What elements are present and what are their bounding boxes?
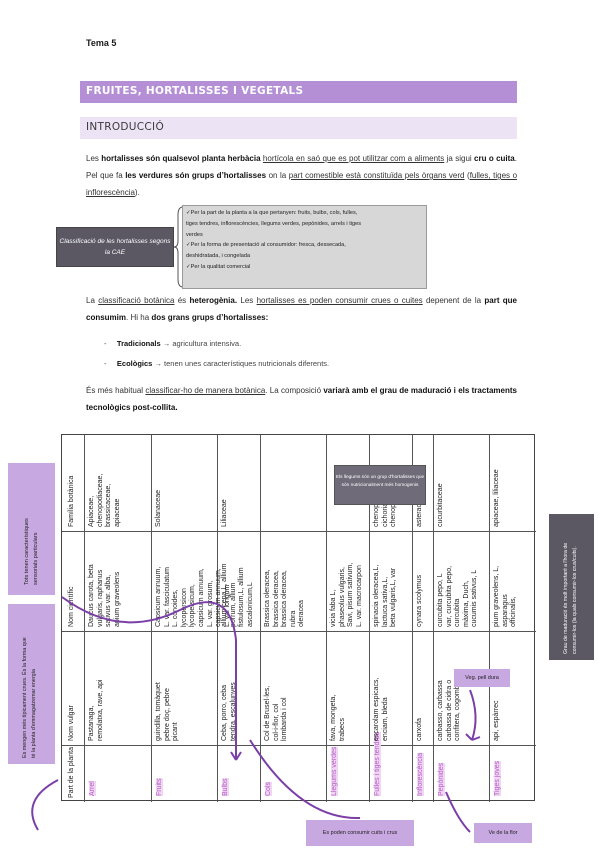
criteria-line: ✓Per la part de la planta a la que perta…: [186, 210, 358, 216]
text-run: part que consumim: [86, 296, 518, 322]
note-maturation: Grau de maduració és molt important a l'…: [549, 514, 594, 660]
text-run: hortalisses són qualsevol planta herbàci…: [101, 154, 261, 163]
intro-paragraph-2: La classificació botànica és heterogènia…: [86, 292, 517, 326]
table-row-rule: [62, 745, 536, 746]
section-title: FRUITES, HORTALISSES I VEGETALS: [86, 85, 304, 97]
classification-label: Classificació de les hortalisses segons …: [59, 238, 171, 256]
text-run: hortícola en saó que es pot utilitzar co…: [262, 154, 445, 163]
text-run: on la: [266, 171, 289, 180]
text-run: les verdures són grups d’hortalisses: [125, 171, 267, 180]
brace-connector: [174, 206, 184, 288]
bullet-traditional: - Tradicionals → agricultura intensiva.: [104, 339, 242, 348]
table-column-rule: [433, 435, 434, 802]
criteria-line: tiges tendres, inflorescències, llegums …: [186, 220, 362, 227]
table-column-rule: [412, 435, 413, 802]
label-cooked-raw: Es poden consumir cuits i crus: [306, 820, 414, 846]
note-legumes: Els llegums són un grup d'hortalisses qu…: [334, 465, 426, 505]
text-run: hortalisses es poden consumir crues o cu…: [256, 296, 423, 305]
text-run: La: [86, 296, 99, 305]
text-run: Les: [237, 296, 257, 305]
text-run: heterogènia.: [189, 296, 238, 305]
bullet-ecological: - Ecològics → tenen unes característique…: [104, 359, 330, 368]
criteria-line: deshidratada, i congelada: [186, 253, 251, 260]
label-hard-skin: Veg. pell dura: [454, 669, 510, 687]
subsection-title: INTRODUCCIÓ: [86, 121, 165, 133]
table-column-rule: [489, 435, 490, 802]
table-row-rule: [62, 631, 536, 632]
note-raw-energy: Es mengen més típicament crues. És la fo…: [8, 604, 55, 764]
text-run: dos grans grups d’hortalisses:: [151, 313, 269, 322]
text-run: ).: [134, 188, 140, 197]
table-column-rule: [84, 435, 85, 802]
table-column-rule: [326, 435, 327, 802]
intro-paragraph-3: És més habitual classificar-ho de manera…: [86, 382, 517, 416]
criteria-line: verdes: [186, 231, 203, 238]
text-run: classificació botànica: [98, 296, 175, 305]
table-column-rule: [260, 435, 261, 802]
section-title-band: FRUITES, HORTALISSES I VEGETALS: [80, 81, 517, 103]
classification-criteria-box: ✓Per la part de la planta a la que perta…: [182, 205, 427, 289]
text-run: depenent de la: [422, 296, 485, 305]
text-run: . Pel que fa: [86, 154, 517, 180]
text-run: fulles, tiges o inflorescència: [86, 171, 518, 197]
intro-paragraph-1: Les hortalisses són qualsevol planta her…: [86, 150, 517, 201]
text-run: (: [464, 171, 470, 180]
subsection-band: INTRODUCCIÓ: [80, 117, 517, 139]
text-run: És més habitual: [86, 386, 146, 395]
text-run: . La composició: [265, 386, 324, 395]
table-column-rule: [217, 435, 218, 802]
criteria-line: ✓Per la forma de presentació al consumid…: [186, 242, 346, 249]
text-run: cru o cuita: [474, 154, 515, 163]
criteria-line: ✓Per la qualitat comercial: [186, 263, 251, 270]
label-from-flower: Ve de la flor: [474, 823, 532, 843]
text-run: . Hi ha: [126, 313, 152, 322]
table-row-rule: [62, 531, 536, 532]
table-column-rule: [151, 435, 152, 802]
text-run: classificar-ho de manera botànica: [145, 386, 266, 395]
table-column-rule: [369, 435, 370, 802]
topic-number: Tema 5: [86, 38, 117, 48]
classification-label-box: Classificació de les hortalisses segons …: [56, 227, 174, 267]
text-run: Les: [86, 154, 102, 163]
text-run: ja sigui: [444, 154, 475, 163]
text-run: variarà amb el grau de maduració i els t…: [86, 386, 517, 412]
text-run: és: [174, 296, 190, 305]
text-run: part comestible està constituïda pels òr…: [288, 171, 465, 180]
